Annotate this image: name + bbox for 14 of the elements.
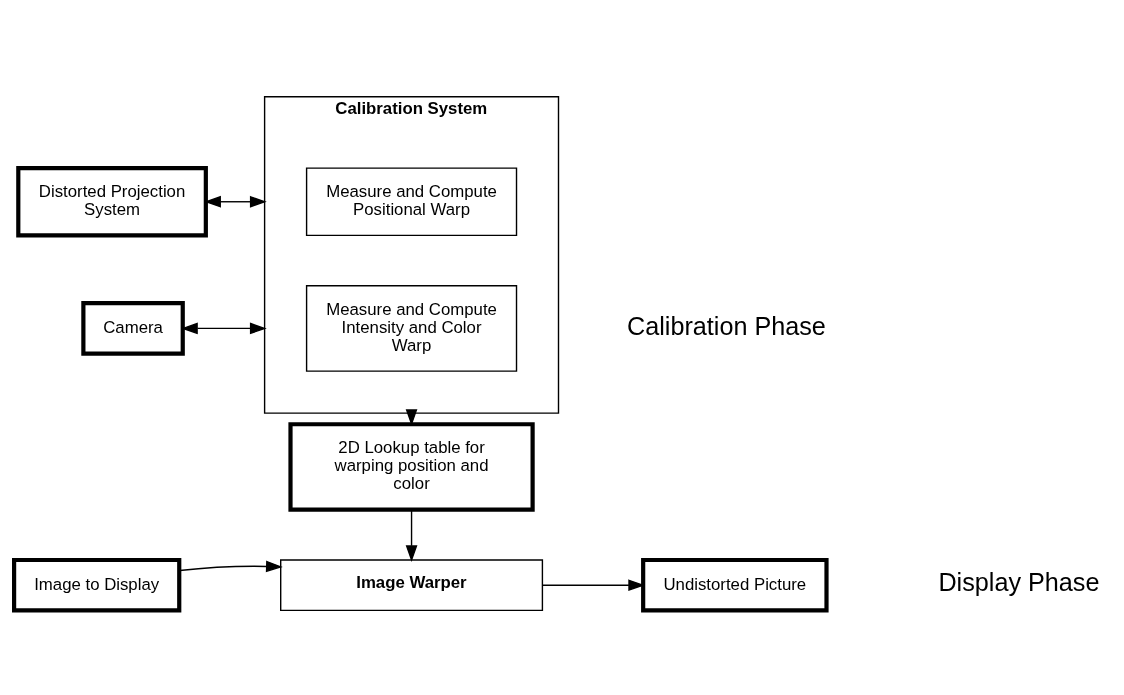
node-box: Distorted Projection System (16, 165, 208, 237)
arrow (405, 508, 418, 562)
arrow (181, 322, 267, 334)
arrow (204, 195, 267, 208)
label: Calibration Phase (627, 311, 826, 340)
arrow (179, 560, 283, 572)
node-box: Undistorted Picture (641, 557, 829, 612)
node-box: Image to Display (12, 557, 182, 612)
node-box: Image Warper (280, 558, 544, 611)
node-box: Measure and Compute Positional Warp (305, 166, 518, 236)
node-box: Camera (81, 300, 185, 356)
label: Display Phase (938, 567, 1100, 596)
node-box: Measure and Compute Intensity and Color Warp (305, 284, 518, 372)
node-box: 2D Lookup table for warping position and color (288, 421, 535, 512)
